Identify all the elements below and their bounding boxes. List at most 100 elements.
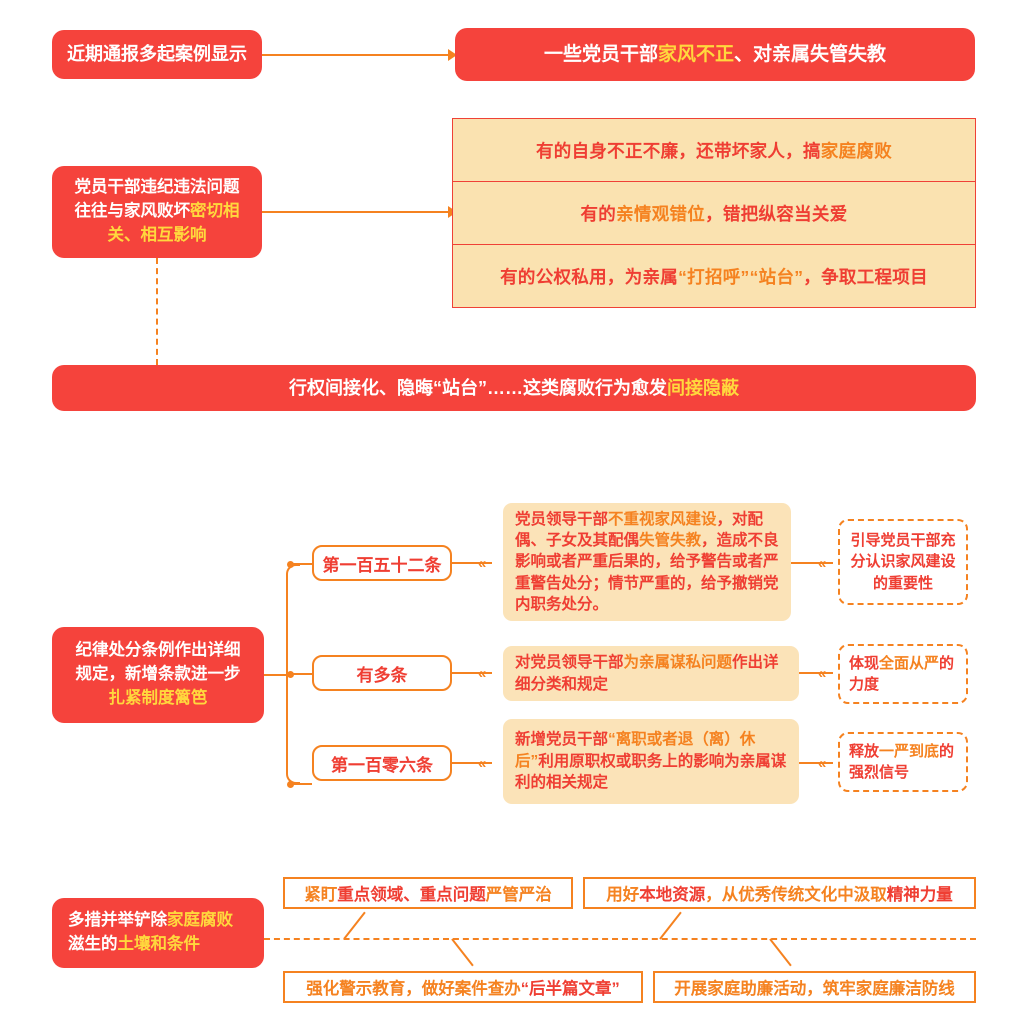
m-plain1: 多措并举铲除 [68, 911, 167, 930]
branch-label-3: 第一百零六条 [312, 745, 452, 781]
b1-plain2: ，对配偶、子女及其配偶 [515, 510, 764, 549]
mb1-a: 紧盯 [304, 886, 338, 904]
chevron-left-icon: « [818, 755, 827, 772]
connector-reg-stem [264, 673, 286, 676]
chevron-left-icon: « [478, 555, 487, 572]
branch-label-1: 第一百五十二条 [312, 545, 452, 581]
measures-line2: 滋生的土壤和条件 [68, 933, 200, 957]
o3-plain1: 释放 [849, 742, 880, 760]
row2-text: 有的亲情观错位，错把纵容当关爱 [580, 201, 847, 226]
headline-text: 一些党员干部家风不正、对亲属失管失教 [544, 41, 886, 69]
connector-measures-spine [264, 938, 976, 940]
b3-plain2: 利用原职权或职务上的影响为亲属谋利的相关规定 [515, 752, 787, 792]
branch-card-1: 党员领导干部不重视家风建设，对配偶、子女及其配偶失管失教，造成不良影响或者严重后… [503, 503, 791, 621]
connector-b3-to-card [452, 762, 492, 765]
measure-3-text: 强化警示教育，做好案件查办“后半篇文章” [306, 975, 620, 999]
regulation-line3: 扎紧制度篱笆 [108, 688, 208, 707]
regulation-line2: 规定，新增条款进一步 [75, 665, 241, 684]
connector-branch-3 [290, 783, 312, 786]
b3-accent1: “离职或者退（离）休后” [515, 731, 756, 770]
branch-outcome-3: 释放一严到底的强烈信号 [838, 732, 968, 792]
source-label-box: 近期通报多起案例显示 [52, 30, 262, 79]
cause-box: 党员干部违纪违法问题 往往与家风败坏密切相 关、相互影响 [52, 166, 262, 258]
branch-card-3: 新增党员干部“离职或者退（离）休后”利用原职权或职务上的影响为亲属谋利的相关规定 [503, 719, 799, 804]
measure-1-text: 紧盯重点领域、重点问题严管严治 [304, 881, 552, 905]
connector-b1-to-outcome [791, 562, 833, 565]
connector-tick-3 [451, 938, 474, 967]
mb2-c: ，从优秀传统文化中汲取 [705, 886, 887, 904]
cause-line1: 党员干部违纪违法问题 [74, 178, 240, 197]
branch-label-1-text: 第一百五十二条 [322, 555, 442, 575]
branch-card-3-text: 新增党员干部“离职或者退（离）休后”利用原职权或职务上的影响为亲属谋利的相关规定 [515, 729, 787, 793]
o2-accent: 全面从严 [879, 654, 940, 672]
mb3-b: “后半篇文章” [520, 980, 620, 998]
b1-accent2: 失管失教 [639, 531, 702, 549]
table-row: 有的亲情观错位，错把纵容当关爱 [453, 182, 975, 245]
b2-plain2: 作出详细分类和规定 [515, 654, 779, 693]
row3-text: 有的公权私用，为亲属“打招呼”“站台”，争取工程项目 [500, 264, 928, 289]
headline-highlight: 家风不正 [657, 43, 734, 65]
o3-accent: 一严到底 [879, 742, 940, 760]
connector-b3-to-outcome [799, 762, 833, 765]
row2-accent: 亲情观错位 [616, 203, 706, 224]
row3-accent: “打招呼”“站台” [678, 266, 804, 287]
branch-card-2-text: 对党员领导干部为亲属谋私问题作出详细分类和规定 [515, 652, 787, 695]
measures-box: 多措并举铲除家庭腐败 滋生的土壤和条件 [52, 898, 264, 968]
conclusion-highlight: 间接隐蔽 [667, 377, 739, 398]
branch-outcome-2-text: 体现全面从严的力度 [849, 653, 957, 696]
mb2-d: 精神力量 [886, 886, 953, 904]
o2-plain2: 的力度 [849, 654, 955, 693]
mb3-a: 强化警示教育，做好案件查办 [306, 980, 521, 998]
measure-box-2: 用好本地资源，从优秀传统文化中汲取精神力量 [583, 877, 976, 909]
connector-cause-to-banner [156, 258, 158, 365]
m-plain2: 滋生的 [68, 935, 118, 953]
row2-plain1: 有的 [580, 203, 617, 224]
measure-box-1: 紧盯重点领域、重点问题严管严治 [283, 877, 573, 909]
cause-line2-plain: 往往与家风败坏 [74, 202, 191, 221]
m-highlight2: 土壤和条件 [117, 935, 201, 953]
branch-outcome-1: 引导党员干部充分认识家风建设的重要性 [838, 519, 968, 605]
b2-accent1: 为亲属谋私问题 [623, 654, 733, 672]
branch-card-2: 对党员领导干部为亲属谋私问题作出详细分类和规定 [503, 646, 799, 701]
row3-plain1: 有的公权私用，为亲属 [500, 266, 679, 287]
measure-4-text: 开展家庭助廉活动，筑牢家庭廉洁防线 [674, 980, 955, 998]
branch-outcome-1-text: 引导党员干部充分认识家风建设的重要性 [849, 530, 957, 594]
connector-b2-to-card [452, 672, 492, 675]
row1-accent: 家庭腐败 [820, 140, 892, 161]
connector-b2-to-outcome [799, 672, 833, 675]
row3-plain2: ，争取工程项目 [803, 266, 928, 287]
branch-outcome-2: 体现全面从严的力度 [838, 644, 968, 704]
branch-label-3-text: 第一百零六条 [331, 755, 433, 775]
conclusion-part1: 行权间接化、隐晦“站台”……这类腐败行为愈发 [289, 377, 667, 398]
cause-line3: 关、相互影响 [107, 225, 207, 244]
chevron-left-icon: « [478, 755, 487, 772]
b3-plain1: 新增党员干部 [515, 731, 609, 749]
source-label-text: 近期通报多起案例显示 [67, 44, 247, 65]
b1-plain3: ，造成不良影响或者严重后果的，给予警告或者严重警告处分；情节严重的，给予撤销党内… [515, 531, 779, 614]
cause-line2-highlight: 密切相 [190, 202, 240, 221]
branch-label-2: 有多条 [312, 655, 452, 691]
m-highlight1: 家庭腐败 [167, 911, 233, 930]
branch-outcome-3-text: 释放一严到底的强烈信号 [849, 741, 957, 784]
measures-line1: 多措并举铲除家庭腐败 [68, 909, 233, 933]
headline-banner: 一些党员干部家风不正、对亲属失管失教 [455, 28, 975, 81]
measure-box-4: 开展家庭助廉活动，筑牢家庭廉洁防线 [653, 971, 976, 1003]
connector-tick-2 [659, 911, 682, 940]
row1-plain1: 有的自身不正不廉，还带坏家人，搞 [535, 140, 821, 161]
measure-2-text: 用好本地资源，从优秀传统文化中汲取精神力量 [606, 881, 953, 905]
table-row: 有的自身不正不廉，还带坏家人，搞家庭腐败 [453, 119, 975, 182]
o1-plain1: 引导党员干部充分认识家风建设的重要性 [850, 532, 956, 592]
b2-plain1: 对党员领导干部 [515, 654, 624, 672]
manifestation-table: 有的自身不正不廉，还带坏家人，搞家庭腐败 有的亲情观错位，错把纵容当关爱 有的公… [452, 118, 976, 308]
headline-part2: 、对亲属失管失教 [734, 43, 887, 65]
branch-label-2-text: 有多条 [356, 665, 408, 685]
connector-s2 [262, 210, 450, 213]
connector-tick-4 [769, 938, 792, 967]
connector-s1-arrowhead [448, 48, 457, 61]
measure-box-3: 强化警示教育，做好案件查办“后半篇文章” [283, 971, 643, 1003]
chevron-left-icon: « [478, 665, 487, 682]
regulation-line1: 纪律处分条例作出详细 [75, 641, 241, 660]
connector-b1-to-card [452, 562, 492, 565]
mb1-c: 严管严治 [485, 886, 552, 904]
mb2-a: 用好 [606, 886, 640, 904]
